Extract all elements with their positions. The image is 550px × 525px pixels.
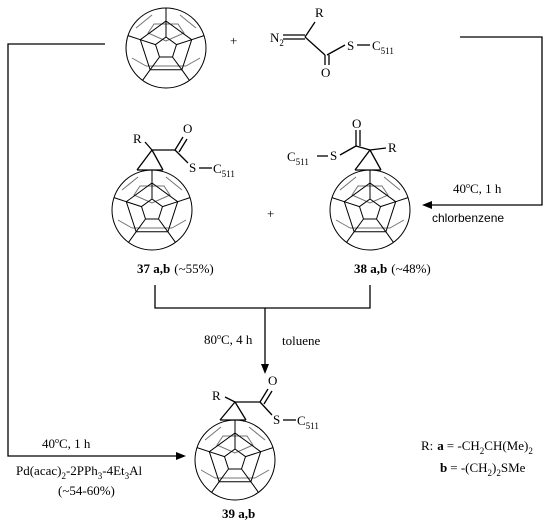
compound-37: R O S C511 — [111, 121, 235, 251]
c39-o-label: O — [268, 373, 277, 388]
step1-conditions: 40oC, 1 h — [453, 181, 502, 196]
c37-r-label: R — [133, 131, 142, 146]
step2-conditions: 80oC, 4 h — [204, 332, 253, 347]
compound-38: R O S C511 — [287, 116, 411, 251]
r-group-legend: R:a= -CH2CH(Me)2 b= -(CH2)2SMe — [421, 438, 533, 478]
products-plus: + — [267, 206, 274, 221]
step3-catalyst: Pd(acac)2-2PPh3-4Et3Al — [16, 463, 143, 481]
diazo-r-label: R — [315, 5, 324, 20]
step1-solvent: chlorbenzene — [432, 211, 504, 225]
step3-conditions: 40oC, 1 h — [42, 436, 91, 451]
c39-s-label: S — [273, 412, 280, 427]
c39-c5h11-label: C511 — [297, 413, 319, 431]
c39-caption: 39 a,b — [222, 506, 255, 521]
diazo-c5h11-label: C511 — [372, 38, 394, 56]
diazo-o-label: O — [321, 65, 330, 80]
c38-caption: 38 a,b(~48%) — [354, 261, 431, 276]
reagent-plus: + — [230, 33, 237, 48]
c37-o-label: O — [183, 121, 192, 136]
diazo-compound: N2 R O S C511 — [270, 5, 394, 80]
arrow-step3 — [7, 43, 186, 460]
step3-yield: (~54-60%) — [58, 483, 115, 498]
c38-s-label: S — [330, 148, 337, 163]
diazo-n2-label: N2 — [270, 30, 284, 48]
legend-line-b: b= -(CH2)2SMe — [440, 460, 526, 478]
c60-fullerene — [125, 7, 207, 89]
c38-r-label: R — [388, 140, 397, 155]
legend-line-a: R:a= -CH2CH(Me)2 — [421, 438, 533, 456]
c38-o-label: O — [352, 116, 361, 131]
c38-c5h11-label: C511 — [287, 149, 309, 167]
c37-c5h11-label: C511 — [213, 161, 235, 179]
compound-39: R O S C511 — [194, 373, 319, 501]
c37-caption: 37 a,b(~55%) — [137, 261, 214, 276]
step2-solvent: toluene — [282, 333, 320, 348]
c39-r-label: R — [212, 388, 221, 403]
c37-s-label: S — [189, 160, 196, 175]
diazo-s-label: S — [347, 38, 354, 53]
arrow-step2 — [154, 285, 371, 374]
arrow-step1 — [422, 36, 543, 209]
